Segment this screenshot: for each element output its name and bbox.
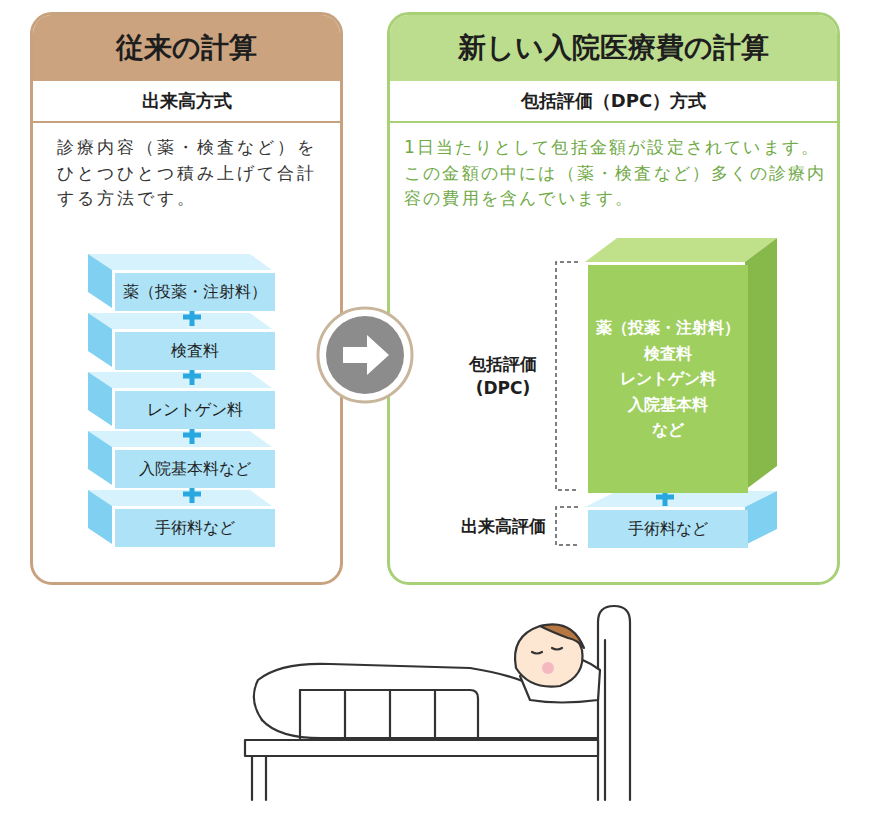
method-name: 出来高方式 [33,81,340,123]
bracket-label: 出来高評価 [448,515,558,539]
flow-arrow [318,308,412,402]
bundled-block: 薬（投薬・注射料） 検査料 レントゲン料 入院基本料 など [588,265,748,493]
cost-slab: 薬（投薬・注射料） [115,273,275,311]
cost-slab: 入院基本料など [115,450,275,488]
text-line: レントゲン料 [596,366,740,392]
description: 1日当たりとして包括金額が設定されています。この金額の中には（薬・検査など）多く… [404,135,836,212]
description: 診療内容（薬・検査など）をひとつひとつ積み上げて合計する方法です。 [57,135,323,212]
calc-panel: 従来の計算出来高方式診療内容（薬・検査など）をひとつひとつ積み上げて合計する方法… [30,12,343,585]
panel-heading: 従来の計算 [33,15,340,81]
text-line: 出来高評価 [448,515,558,539]
item-label: 手術料など [155,518,235,539]
cost-slab: 検査料 [115,332,275,370]
bracket-label: 包括評価 (DPC) [458,353,548,401]
text-line: (DPC) [458,377,548,401]
panel-heading: 新しい入院医療費の計算 [390,15,837,81]
item-label: 薬（投薬・注射料） 検査料 レントゲン料 入院基本料 など [596,315,740,443]
text-line: 検査料 [596,341,740,367]
calc-panel: 新しい入院医療費の計算包括評価（DPC）方式 1日当たりとして包括金額が設定されて… [387,12,840,585]
dashed-brackets [556,262,578,545]
item-label: 検査料 [171,341,219,362]
right-block-faces [585,238,777,545]
item-label: 手術料など [628,519,708,540]
item-label: レントゲン料 [147,400,243,421]
cost-slab: レントゲン料 [115,391,275,429]
text-line: など [596,417,740,443]
text-line: 包括評価 [458,353,548,377]
cost-slab: 手術料など [588,510,748,548]
cost-slab: 手術料など [115,509,275,547]
text-line: 入院基本料 [596,392,740,418]
item-label: 入院基本料など [139,459,251,480]
text-line: 薬（投薬・注射料） [596,315,740,341]
method-name: 包括評価（DPC）方式 [390,81,837,123]
item-label: 薬（投薬・注射料） [123,282,267,303]
